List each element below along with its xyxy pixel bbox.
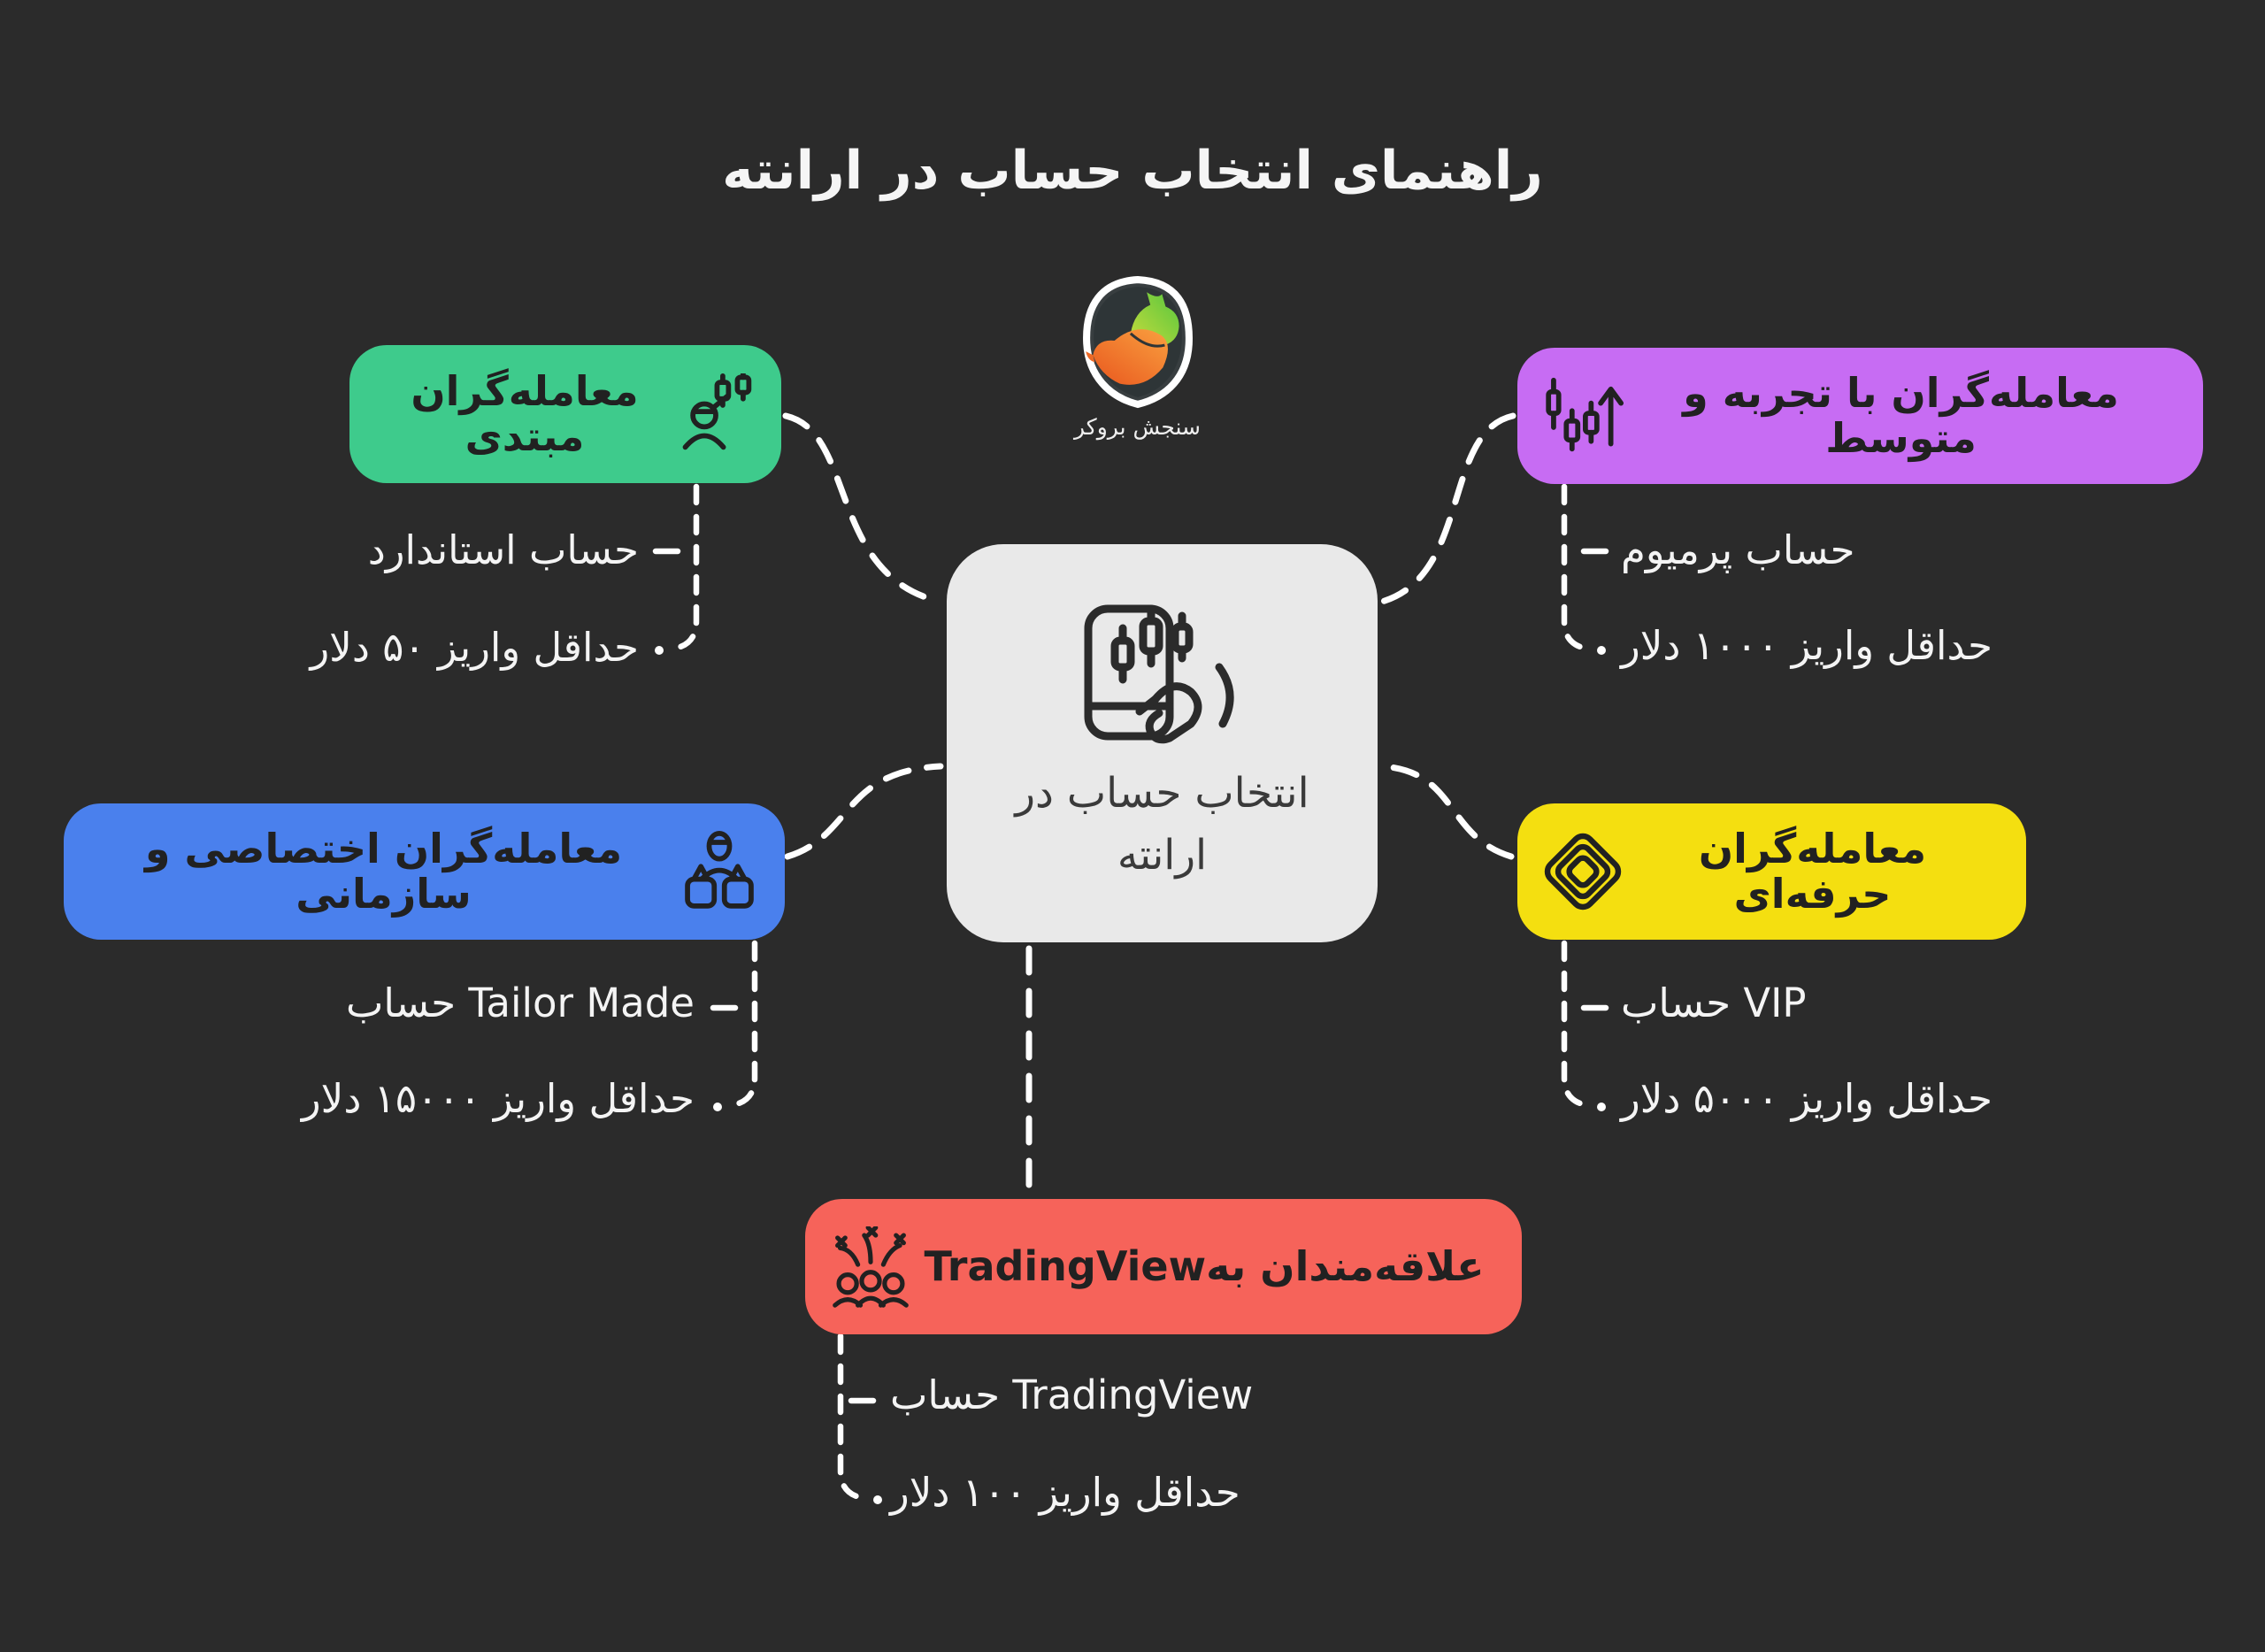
beginner-account-label: حساب استاندارد — [367, 526, 639, 573]
node-tradingview-label: علاقه‌مندان بهTradingView — [924, 1242, 1485, 1291]
tradingview-account-label: حساب TradingView — [890, 1372, 1254, 1418]
central-node-line2: ارانته — [1117, 831, 1208, 880]
tradingview-deposit-label: حداقل واریز ۱۰۰ دلار — [890, 1469, 1240, 1516]
wire-experienced — [1378, 412, 1516, 605]
experienced-deposit-label: حداقل واریز ۱۰۰۰ دلار — [1621, 622, 1992, 669]
brand-logo-text: سنجش بروکر — [1074, 414, 1201, 440]
node-professional-label: معامله‌گران حرفه‌ای — [1698, 825, 1927, 918]
candles-uptrend-icon — [1546, 377, 1624, 452]
crowd-celebration-icon — [833, 1226, 909, 1308]
page-title: راهنمای انتخاب حساب در ارانته — [722, 140, 1543, 202]
node-tradingview-fans[interactable]: علاقه‌مندان بهTradingView — [805, 1199, 1522, 1334]
central-node[interactable]: انتخاب حساب در ارانته — [947, 544, 1378, 942]
node-beginner-label: معامله‌گران مبتدی — [411, 367, 639, 460]
institutional-deposit-label: حداقل واریز ۱۵۰۰۰ دلار — [301, 1075, 695, 1122]
central-node-line1: انتخاب حساب در — [1015, 768, 1309, 818]
layers-icon — [1544, 833, 1622, 911]
beginner-deposit-label: حداقل واریز ۵۰ دلار — [310, 624, 639, 671]
presenter-chart-icon — [682, 373, 752, 450]
wire-beginner — [782, 412, 944, 605]
tablet-candles-hand-icon — [1084, 604, 1234, 743]
node-experienced-traders[interactable]: معامله‌گران با تجربه و متوسط — [1517, 348, 2203, 484]
node-professional-traders[interactable]: معامله‌گران حرفه‌ای — [1517, 803, 2026, 940]
bull-bear-shield-icon — [1082, 276, 1193, 409]
person-bags-icon — [685, 831, 754, 909]
node-experienced-label: معامله‌گران با تجربه و متوسط — [1683, 369, 2119, 462]
professional-deposit-label: حداقل واریز ۵۰۰۰ دلار — [1621, 1075, 1992, 1122]
node-beginner-traders[interactable]: معامله‌گران مبتدی — [349, 345, 781, 483]
professional-account-label: حساب VIP — [1621, 980, 1807, 1026]
node-institutional-traders[interactable]: معامله‌گران اختصاصی و سازمانی — [64, 803, 785, 940]
wire-professional — [1378, 763, 1515, 860]
institutional-account-label: حساب Tailor Made — [346, 980, 695, 1026]
wire-institutional — [784, 763, 944, 860]
central-node-label: انتخاب حساب در ارانته — [1015, 763, 1309, 887]
brand-logo: سنجش بروکر — [1060, 274, 1215, 440]
node-institutional-label: معامله‌گران اختصاصی و سازمانی — [144, 825, 623, 918]
experienced-account-label: حساب پرمیوم — [1621, 526, 1855, 573]
